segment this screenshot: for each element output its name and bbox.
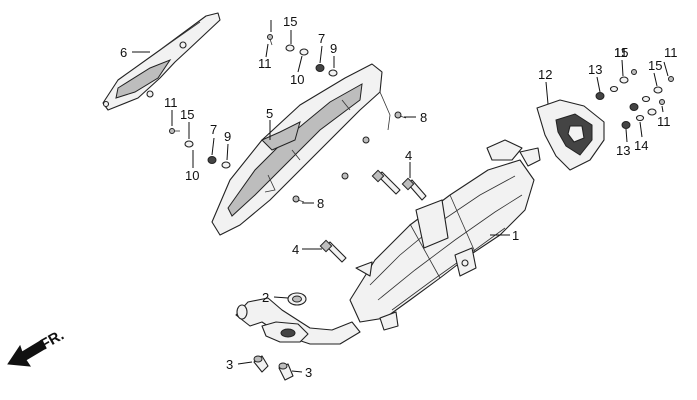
front-arrow-icon xyxy=(7,339,47,367)
callout-3: 3 xyxy=(305,365,312,380)
callout-7: 7 xyxy=(210,122,217,137)
part-bolt-upper-b xyxy=(401,177,427,201)
leader-lines xyxy=(132,20,669,373)
hardware-group-left xyxy=(169,128,231,169)
callout-13: 13 xyxy=(588,62,602,77)
part-heat-guard-cover xyxy=(102,12,221,111)
part-bolt-upper-a xyxy=(371,169,401,195)
part-gasket xyxy=(287,292,307,306)
callout-labels: 1 2 3 3 4 4 5 6 7 7 8 8 9 9 10 10 11 11 … xyxy=(120,14,678,380)
callout-8: 8 xyxy=(420,110,427,125)
part-screw-a xyxy=(394,111,407,119)
callout-6: 6 xyxy=(120,45,127,60)
callout-9: 9 xyxy=(330,41,337,56)
hardware-group-right xyxy=(595,69,674,129)
part-heat-protector xyxy=(211,63,391,236)
part-exhaust-pipe xyxy=(235,297,361,345)
callout-5: 5 xyxy=(266,106,273,121)
callout-7: 7 xyxy=(318,31,325,46)
callout-11: 11 xyxy=(614,45,628,60)
hardware-group-top xyxy=(267,34,338,77)
callout-11: 11 xyxy=(664,45,678,60)
part-screw-b xyxy=(292,195,305,203)
callout-11: 11 xyxy=(657,114,671,129)
part-muffler xyxy=(349,139,541,331)
part-muffler-end-cap xyxy=(536,99,605,171)
callout-11: 11 xyxy=(258,56,272,71)
callout-12: 12 xyxy=(538,67,552,82)
callout-8: 8 xyxy=(317,196,324,211)
part-screw-c xyxy=(362,136,370,144)
callout-11: 11 xyxy=(164,95,178,110)
callout-4: 4 xyxy=(292,242,299,257)
callout-15: 15 xyxy=(614,45,628,60)
callout-9: 9 xyxy=(224,129,231,144)
callout-3: 3 xyxy=(226,357,233,372)
callout-1: 1 xyxy=(512,228,519,243)
part-collar-right xyxy=(278,362,294,381)
front-direction-indicator: FR. xyxy=(7,327,67,367)
callout-10: 10 xyxy=(185,168,199,183)
callout-10: 10 xyxy=(290,72,304,87)
callout-13: 13 xyxy=(616,143,630,158)
callout-14: 14 xyxy=(634,138,648,153)
callout-15: 15 xyxy=(283,14,297,29)
callout-15: 15 xyxy=(648,58,662,73)
callout-2: 2 xyxy=(262,290,269,305)
callout-15: 15 xyxy=(180,107,194,122)
part-screw-d xyxy=(341,172,349,180)
part-collar-left xyxy=(253,355,269,373)
part-bolt-lower xyxy=(319,239,347,263)
callout-4: 4 xyxy=(405,148,412,163)
